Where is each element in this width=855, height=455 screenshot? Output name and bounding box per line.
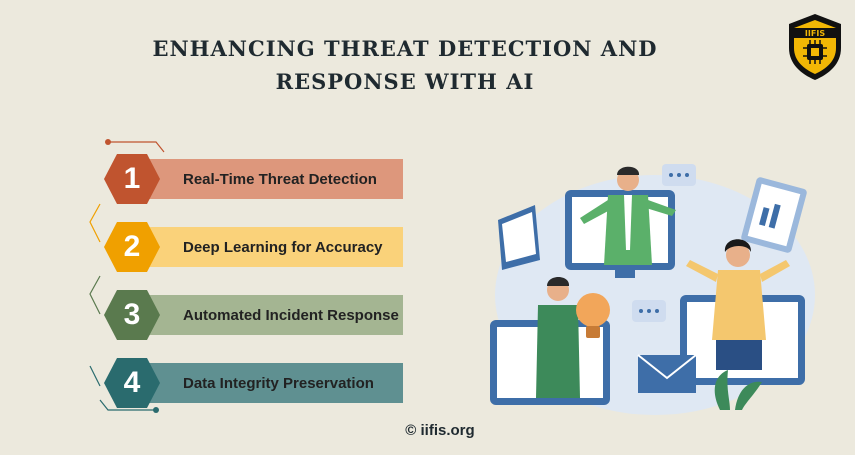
step-3-hexagon bbox=[103, 288, 161, 342]
chat-bubble-icon-2 bbox=[632, 300, 666, 322]
plant-icon bbox=[714, 370, 762, 410]
step-connectors bbox=[89, 139, 165, 413]
step-1-number: 1 bbox=[123, 162, 141, 195]
step-4-hexagon bbox=[103, 356, 161, 410]
step-1: Real-Time Threat Detection 1 bbox=[103, 154, 403, 204]
step-3-bar: Automated Incident Response bbox=[143, 295, 403, 335]
logo-text: IIFIS bbox=[805, 29, 825, 38]
open-book-icon bbox=[498, 205, 540, 270]
page-title: ENHANCING THREAT DETECTION AND RESPONSE … bbox=[110, 32, 700, 98]
envelope-icon bbox=[637, 354, 697, 393]
step-4-label: Data Integrity Preservation bbox=[183, 374, 374, 392]
iifis-logo: IIFIS bbox=[785, 12, 845, 82]
step-2-bar: Deep Learning for Accuracy bbox=[143, 227, 403, 267]
clipboard-chart-icon bbox=[741, 177, 807, 253]
step-3-label: Automated Incident Response bbox=[183, 306, 399, 324]
footer-copyright: © iifis.org bbox=[405, 422, 475, 439]
step-1-hexagon bbox=[103, 152, 161, 206]
step-4-number: 4 bbox=[123, 366, 141, 399]
man-holding-bulb bbox=[536, 277, 580, 398]
step-2-number: 2 bbox=[123, 230, 141, 263]
step-3-number: 3 bbox=[123, 298, 141, 331]
ai-team-illustration bbox=[480, 150, 820, 420]
title-line-1: ENHANCING THREAT DETECTION AND bbox=[152, 36, 658, 61]
light-bulb-icon bbox=[576, 293, 610, 338]
step-3: Automated Incident Response 3 bbox=[103, 290, 403, 340]
step-2-label: Deep Learning for Accuracy bbox=[183, 238, 383, 256]
man-in-green-suit bbox=[580, 166, 676, 265]
woman-with-laptop bbox=[686, 239, 790, 370]
step-4: Data Integrity Preservation 4 bbox=[103, 358, 403, 408]
steps-list: Real-Time Threat Detection 1 Deep Learni… bbox=[86, 138, 416, 418]
step-2: Deep Learning for Accuracy 2 bbox=[103, 222, 403, 272]
step-1-bar: Real-Time Threat Detection bbox=[143, 159, 403, 199]
step-2-hexagon bbox=[103, 220, 161, 274]
shield-chip-icon: IIFIS bbox=[789, 14, 841, 80]
step-1-label: Real-Time Threat Detection bbox=[183, 170, 377, 188]
chat-bubble-icon bbox=[662, 164, 696, 186]
step-4-bar: Data Integrity Preservation bbox=[143, 363, 403, 403]
title-line-2: RESPONSE WITH AI bbox=[275, 69, 535, 94]
